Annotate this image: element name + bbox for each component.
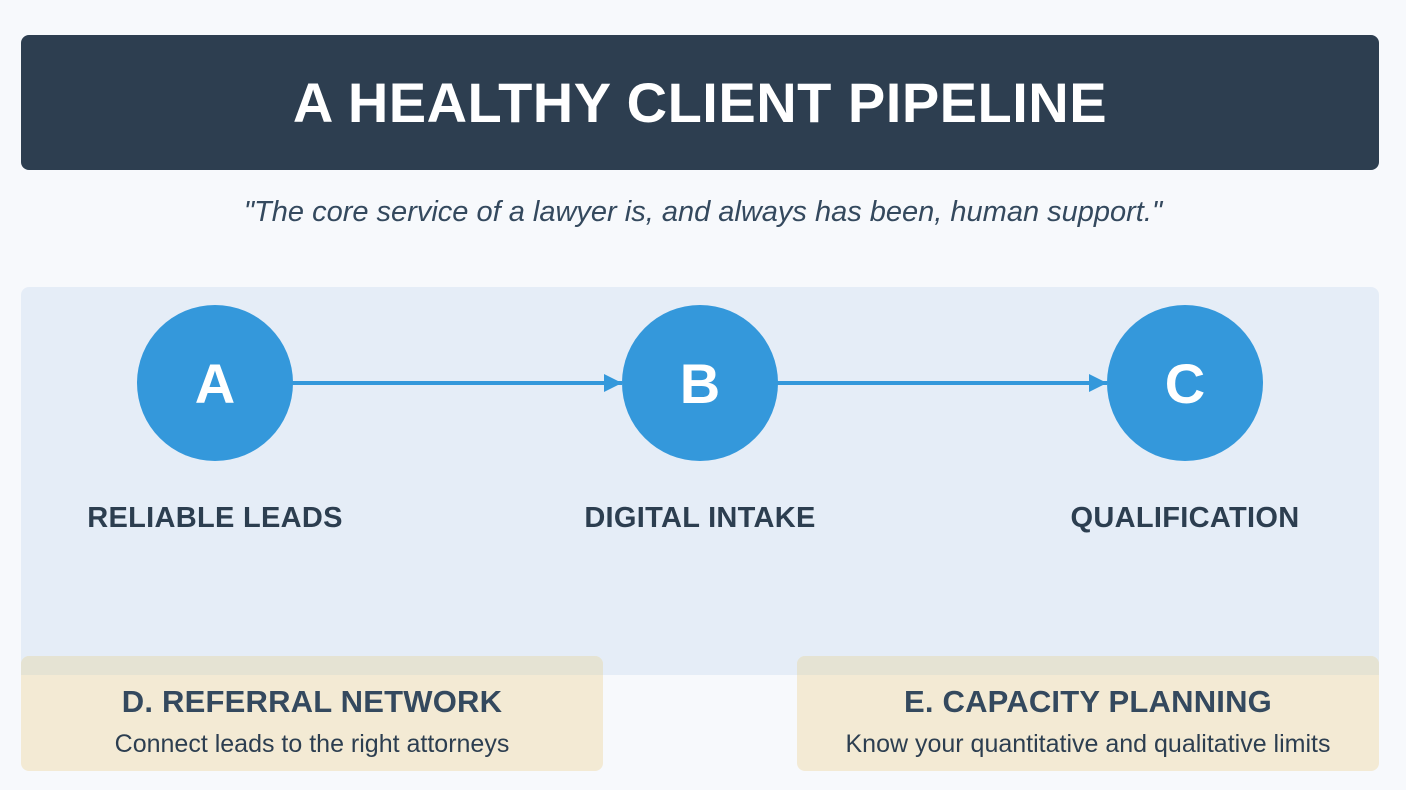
card-description: Connect leads to the right attorneys: [114, 730, 510, 758]
quote-text: "The core service of a lawyer is, and al…: [243, 196, 1163, 228]
node-c: C: [1107, 305, 1263, 461]
card-title: D. REFERRAL NETWORK: [121, 684, 503, 719]
node-b: B: [622, 305, 778, 461]
referral-network-card: D. REFERRAL NETWORK Connect leads to the…: [21, 656, 603, 771]
arrow-b-to-c-head: [1089, 374, 1107, 392]
title-banner: A HEALTHY CLIENT PIPELINE: [21, 35, 1379, 170]
page-title: A HEALTHY CLIENT PIPELINE: [292, 71, 1108, 134]
arrow-a-to-b-head: [604, 374, 622, 392]
node-c-label: QUALIFICATION: [1070, 502, 1300, 534]
card-description: Know your quantitative and qualitative l…: [845, 730, 1331, 758]
card-title: E. CAPACITY PLANNING: [904, 684, 1272, 719]
node-a-label: RELIABLE LEADS: [87, 502, 343, 534]
capacity-planning-card: E. CAPACITY PLANNING Know your quantitat…: [797, 656, 1379, 771]
node-b-letter: B: [679, 351, 721, 415]
node-a: A: [137, 305, 293, 461]
node-a-letter: A: [194, 351, 236, 415]
node-c-letter: C: [1164, 351, 1206, 415]
node-b-label: DIGITAL INTAKE: [584, 502, 816, 534]
